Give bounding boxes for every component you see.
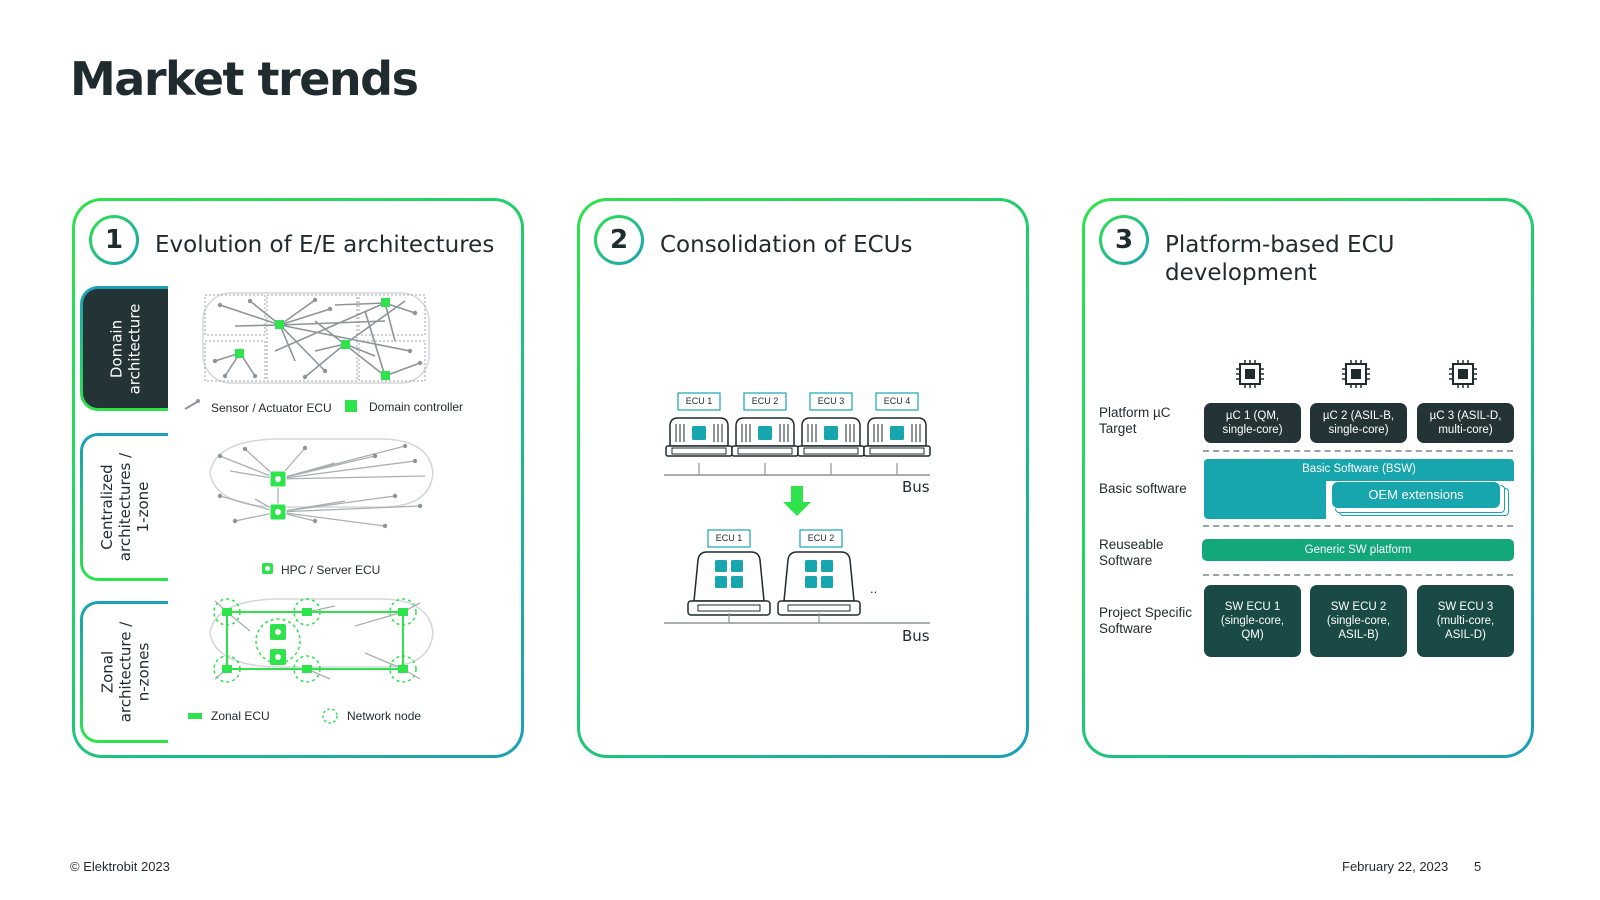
sw-ecu-box: SW ECU 1 (single-core, QM) [1204, 585, 1301, 657]
bottom-ecu-label: ECU 1 [715, 533, 743, 543]
footer-copyright: © Elektrobit 2023 [70, 859, 170, 874]
panel-ecu-consolidation: 2 Consolidation of ECUs [577, 198, 1029, 758]
bottom-ecu-label: ECU 2 [807, 533, 835, 543]
panel-platform-development: 3 Platform-based ECU development Platfor… [1082, 198, 1534, 758]
car-centralized-diagram [209, 438, 434, 529]
bus-label-bottom: Bus [902, 627, 930, 645]
bsw-label: Basic Software (BSW) [1302, 463, 1416, 475]
sensor-legend-mark [184, 401, 198, 410]
tab-centralized-architecture[interactable]: Centralized architectures / 1-zone [80, 433, 168, 581]
tab-zonal-architecture[interactable]: Zonal architecture / n-zones [80, 601, 168, 743]
top-ecu-label: ECU 2 [751, 396, 779, 406]
panel-title: Platform-based ECU development [1165, 232, 1395, 286]
panel-title: Consolidation of ECUs [660, 232, 913, 258]
panel-number-badge: 3 [1099, 215, 1149, 265]
chip-icon [1449, 360, 1477, 388]
sw-ecu-box: SW ECU 3 (multi-core, ASIL-D) [1417, 585, 1514, 657]
zonal-ecu-legend-mark [188, 713, 202, 719]
ecu-ellipsis: .. [870, 581, 878, 596]
chip-icon [1342, 360, 1370, 388]
car-zonal-diagram [209, 598, 434, 683]
architecture-car-diagrams [184, 292, 434, 724]
bus-label-top: Bus [902, 478, 930, 496]
top-ecu-group [664, 417, 931, 476]
chip-icon [1236, 360, 1264, 388]
mcu-box: µC 3 (ASIL-D, multi-core) [1417, 403, 1514, 443]
top-ecu-label: ECU 4 [883, 396, 911, 406]
top-ecu-label: ECU 1 [685, 396, 713, 406]
bsw-block: Basic Software (BSW) [1204, 459, 1514, 519]
mcu-box: µC 2 (ASIL-B, single-core) [1310, 403, 1407, 443]
network-node-legend-mark [322, 708, 338, 724]
oem-extensions-box: OEM extensions [1331, 481, 1501, 509]
tab-domain-architecture[interactable]: Domain architecture [80, 286, 168, 411]
car-domain-diagram [202, 292, 430, 384]
row-label-platform: Platform µC Target [1099, 405, 1171, 436]
divider [1203, 525, 1513, 527]
slide-title: Market trends [70, 52, 419, 106]
generic-sw-platform-box: Generic SW platform [1202, 539, 1514, 561]
legend-domain-controller: Domain controller [369, 400, 464, 414]
row-label-basic-software: Basic software [1099, 481, 1187, 496]
panel-ee-architectures: 1 Evolution of E/E architectures Domain … [72, 198, 524, 758]
divider [1203, 574, 1513, 576]
mcu-box: µC 1 (QM, single-core) [1204, 403, 1301, 443]
ecu-consolidation-diagram [664, 392, 931, 624]
panel-number-badge: 1 [89, 215, 139, 265]
sw-ecu-box: SW ECU 2 (single-core, ASIL-B) [1310, 585, 1407, 657]
row-label-project: Project Specific Software [1099, 605, 1193, 636]
page-number: 5 [1474, 859, 1482, 874]
down-arrow-icon [783, 486, 811, 516]
top-ecu-label: ECU 3 [817, 396, 845, 406]
legend-zonal-ecu: Zonal ECU [211, 709, 270, 723]
footer-date: February 22, 2023 [1342, 859, 1449, 874]
legend-hpc: HPC / Server ECU [281, 563, 381, 577]
row-label-reuseable: Reuseable Software [1099, 537, 1164, 568]
domain-controller-legend-mark [345, 400, 357, 412]
legend-network-node: Network node [347, 709, 422, 723]
panel-title: Evolution of E/E architectures [155, 232, 495, 258]
divider [1203, 450, 1513, 452]
chip-icons [1236, 360, 1477, 388]
bottom-ecu-group [664, 551, 930, 624]
legend-sensor: Sensor / Actuator ECU [211, 401, 332, 415]
panel-number-badge: 2 [594, 215, 644, 265]
